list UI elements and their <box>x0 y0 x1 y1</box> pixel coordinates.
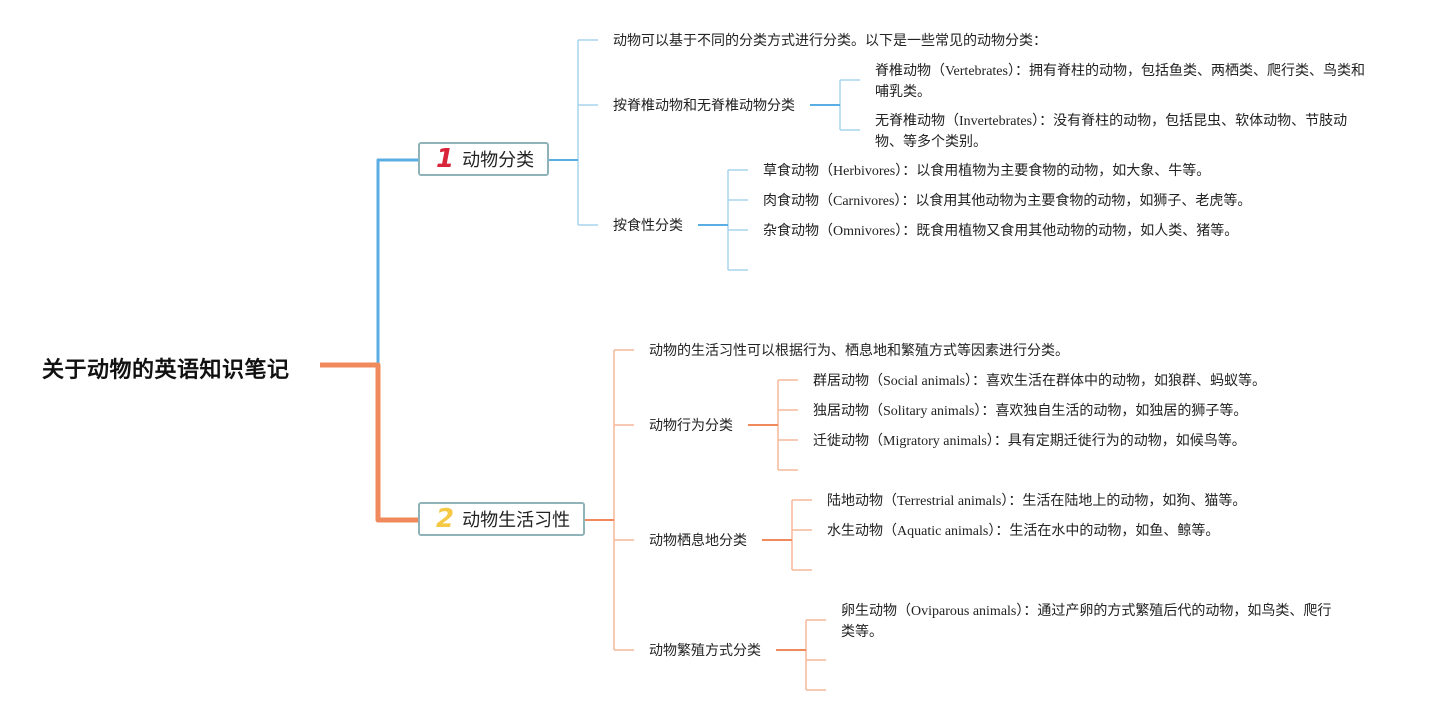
node-herbivores[interactable]: 草食动物（Herbivores）：以食用植物为主要食物的动物，如大象、牛等。 <box>763 161 1210 182</box>
node-carnivores[interactable]: 肉食动物（Carnivores）：以食用其他动物为主要食物的动物，如狮子、老虎等… <box>763 191 1251 212</box>
node-zh: 独居动物 <box>813 403 869 419</box>
node-en: （Terrestrial animals） <box>883 494 1009 509</box>
node-zh: 草食动物 <box>763 163 819 179</box>
node-invertebrates[interactable]: 无脊椎动物（Invertebrates）：没有脊柱的动物，包括昆虫、软体动物、节… <box>875 111 1347 152</box>
branch-label: 动物生活习性 <box>462 510 571 531</box>
node-diet-classification[interactable]: 按食性分类 <box>613 218 683 234</box>
node-desc-cont: 物、等多个类别。 <box>875 134 987 150</box>
root-to-branch2 <box>320 362 420 523</box>
node-en: （Oviparous animals） <box>897 604 1024 619</box>
number-one-icon: 1 <box>436 144 455 174</box>
node-en: （Aquatic animals） <box>883 524 996 539</box>
node-oviparous-animals[interactable]: 卵生动物（Oviparous animals）：通过产卵的方式繁殖后代的动物，如… <box>841 601 1331 642</box>
node-zh: 水生动物 <box>827 523 883 539</box>
node-zh: 陆地动物 <box>827 493 883 509</box>
branch-animal-classification[interactable]: 1 动物分类 <box>418 142 549 176</box>
node-desc: ：拥有脊柱的动物，包括鱼类、两栖类、爬行类、鸟类和 <box>1014 63 1365 79</box>
node-terrestrial-animals[interactable]: 陆地动物（Terrestrial animals）：生活在陆地上的动物，如狗、猫… <box>827 491 1246 512</box>
node-desc: ：没有脊柱的动物，包括昆虫、软体动物、节肢动 <box>1039 113 1348 129</box>
node-zh: 卵生动物 <box>841 603 897 619</box>
node-vertebrate-classification[interactable]: 按脊椎动物和无脊椎动物分类 <box>613 98 795 114</box>
node-desc: ：以食用植物为主要食物的动物，如大象、牛等。 <box>902 163 1211 179</box>
node-desc: ：喜欢生活在群体中的动物，如狼群、蚂蚁等。 <box>972 373 1267 389</box>
node-desc: ：喜欢独自生活的动物，如独居的狮子等。 <box>981 403 1248 419</box>
branch-animal-habits[interactable]: 2 动物生活习性 <box>418 502 585 536</box>
node-desc: ：生活在陆地上的动物，如狗、猫等。 <box>1008 493 1247 509</box>
node-migratory-animals[interactable]: 迁徙动物（Migratory animals）：具有定期迁徙行为的动物，如候鸟等… <box>813 431 1246 452</box>
node-reproduction-classification[interactable]: 动物繁殖方式分类 <box>649 643 761 659</box>
node-desc: ：以食用其他动物为主要食物的动物，如狮子、老虎等。 <box>901 193 1252 209</box>
root-to-branch1 <box>320 158 420 367</box>
node-zh: 群居动物 <box>813 373 869 389</box>
number-two-icon: 2 <box>436 504 455 534</box>
node-omnivores[interactable]: 杂食动物（Omnivores）：既食用植物又食用其他动物的动物，如人类、猪等。 <box>763 221 1238 242</box>
node-desc-cont: 类等。 <box>841 624 883 640</box>
node-social-animals[interactable]: 群居动物（Social animals）：喜欢生活在群体中的动物，如狼群、蚂蚁等… <box>813 371 1266 392</box>
node-desc: ：通过产卵的方式繁殖后代的动物，如鸟类、爬行 <box>1023 603 1332 619</box>
node-classification-intro[interactable]: 动物可以基于不同的分类方式进行分类。以下是一些常见的动物分类： <box>613 33 1047 49</box>
node-en: （Solitary animals） <box>869 404 982 419</box>
node-en: （Social animals） <box>869 374 973 389</box>
node-desc: ：生活在水中的动物，如鱼、鲸等。 <box>995 523 1220 539</box>
root-title[interactable]: 关于动物的英语知识笔记 <box>42 358 290 383</box>
node-zh: 无脊椎动物 <box>875 113 945 129</box>
node-zh: 迁徙动物 <box>813 433 869 449</box>
node-zh: 肉食动物 <box>763 193 819 209</box>
node-en: （Carnivores） <box>819 194 902 209</box>
node-desc: ：既食用植物又食用其他动物的动物，如人类、猪等。 <box>902 223 1239 239</box>
node-desc-cont: 哺乳类。 <box>875 84 931 100</box>
node-solitary-animals[interactable]: 独居动物（Solitary animals）：喜欢独自生活的动物，如独居的狮子等… <box>813 401 1247 422</box>
branch-label: 动物分类 <box>462 150 535 171</box>
node-en: （Omnivores） <box>819 224 903 239</box>
node-zh: 杂食动物 <box>763 223 819 239</box>
node-en: （Invertebrates） <box>945 114 1040 129</box>
node-zh: 脊椎动物 <box>875 63 931 79</box>
node-en: （Vertebrates） <box>931 64 1015 79</box>
node-en: （Migratory animals） <box>869 434 994 449</box>
node-habitat-classification[interactable]: 动物栖息地分类 <box>649 533 747 549</box>
node-aquatic-animals[interactable]: 水生动物（Aquatic animals）：生活在水中的动物，如鱼、鲸等。 <box>827 521 1219 542</box>
node-vertebrates[interactable]: 脊椎动物（Vertebrates）：拥有脊柱的动物，包括鱼类、两栖类、爬行类、鸟… <box>875 61 1365 102</box>
node-en: （Herbivores） <box>819 164 903 179</box>
node-desc: ：具有定期迁徙行为的动物，如候鸟等。 <box>993 433 1246 449</box>
node-habits-intro[interactable]: 动物的生活习性可以根据行为、栖息地和繁殖方式等因素进行分类。 <box>649 343 1069 359</box>
node-behavior-classification[interactable]: 动物行为分类 <box>649 418 733 434</box>
